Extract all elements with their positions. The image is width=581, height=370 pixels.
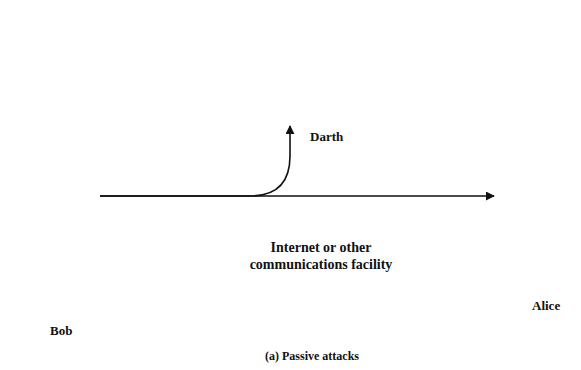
- message-arrow: [100, 126, 290, 196]
- alice-figure: [498, 192, 576, 299]
- cloud-label: Internet or other communications facilit…: [231, 240, 411, 274]
- network-cloud: Internet or other communications facilit…: [176, 150, 466, 298]
- bob-figure: [0, 142, 94, 300]
- person-name: Bob: [50, 324, 72, 339]
- person-name: Darth: [310, 130, 343, 145]
- darth-figure: [256, 16, 360, 122]
- cloud-shape: [176, 150, 466, 298]
- figure-caption: (a) Passive attacks: [265, 350, 359, 364]
- attacker-figure: Darth: [250, 8, 375, 126]
- sender-figure: Bob: [2, 140, 100, 345]
- person-name: Alice: [532, 299, 560, 314]
- receiver-figure: Alice: [494, 188, 579, 318]
